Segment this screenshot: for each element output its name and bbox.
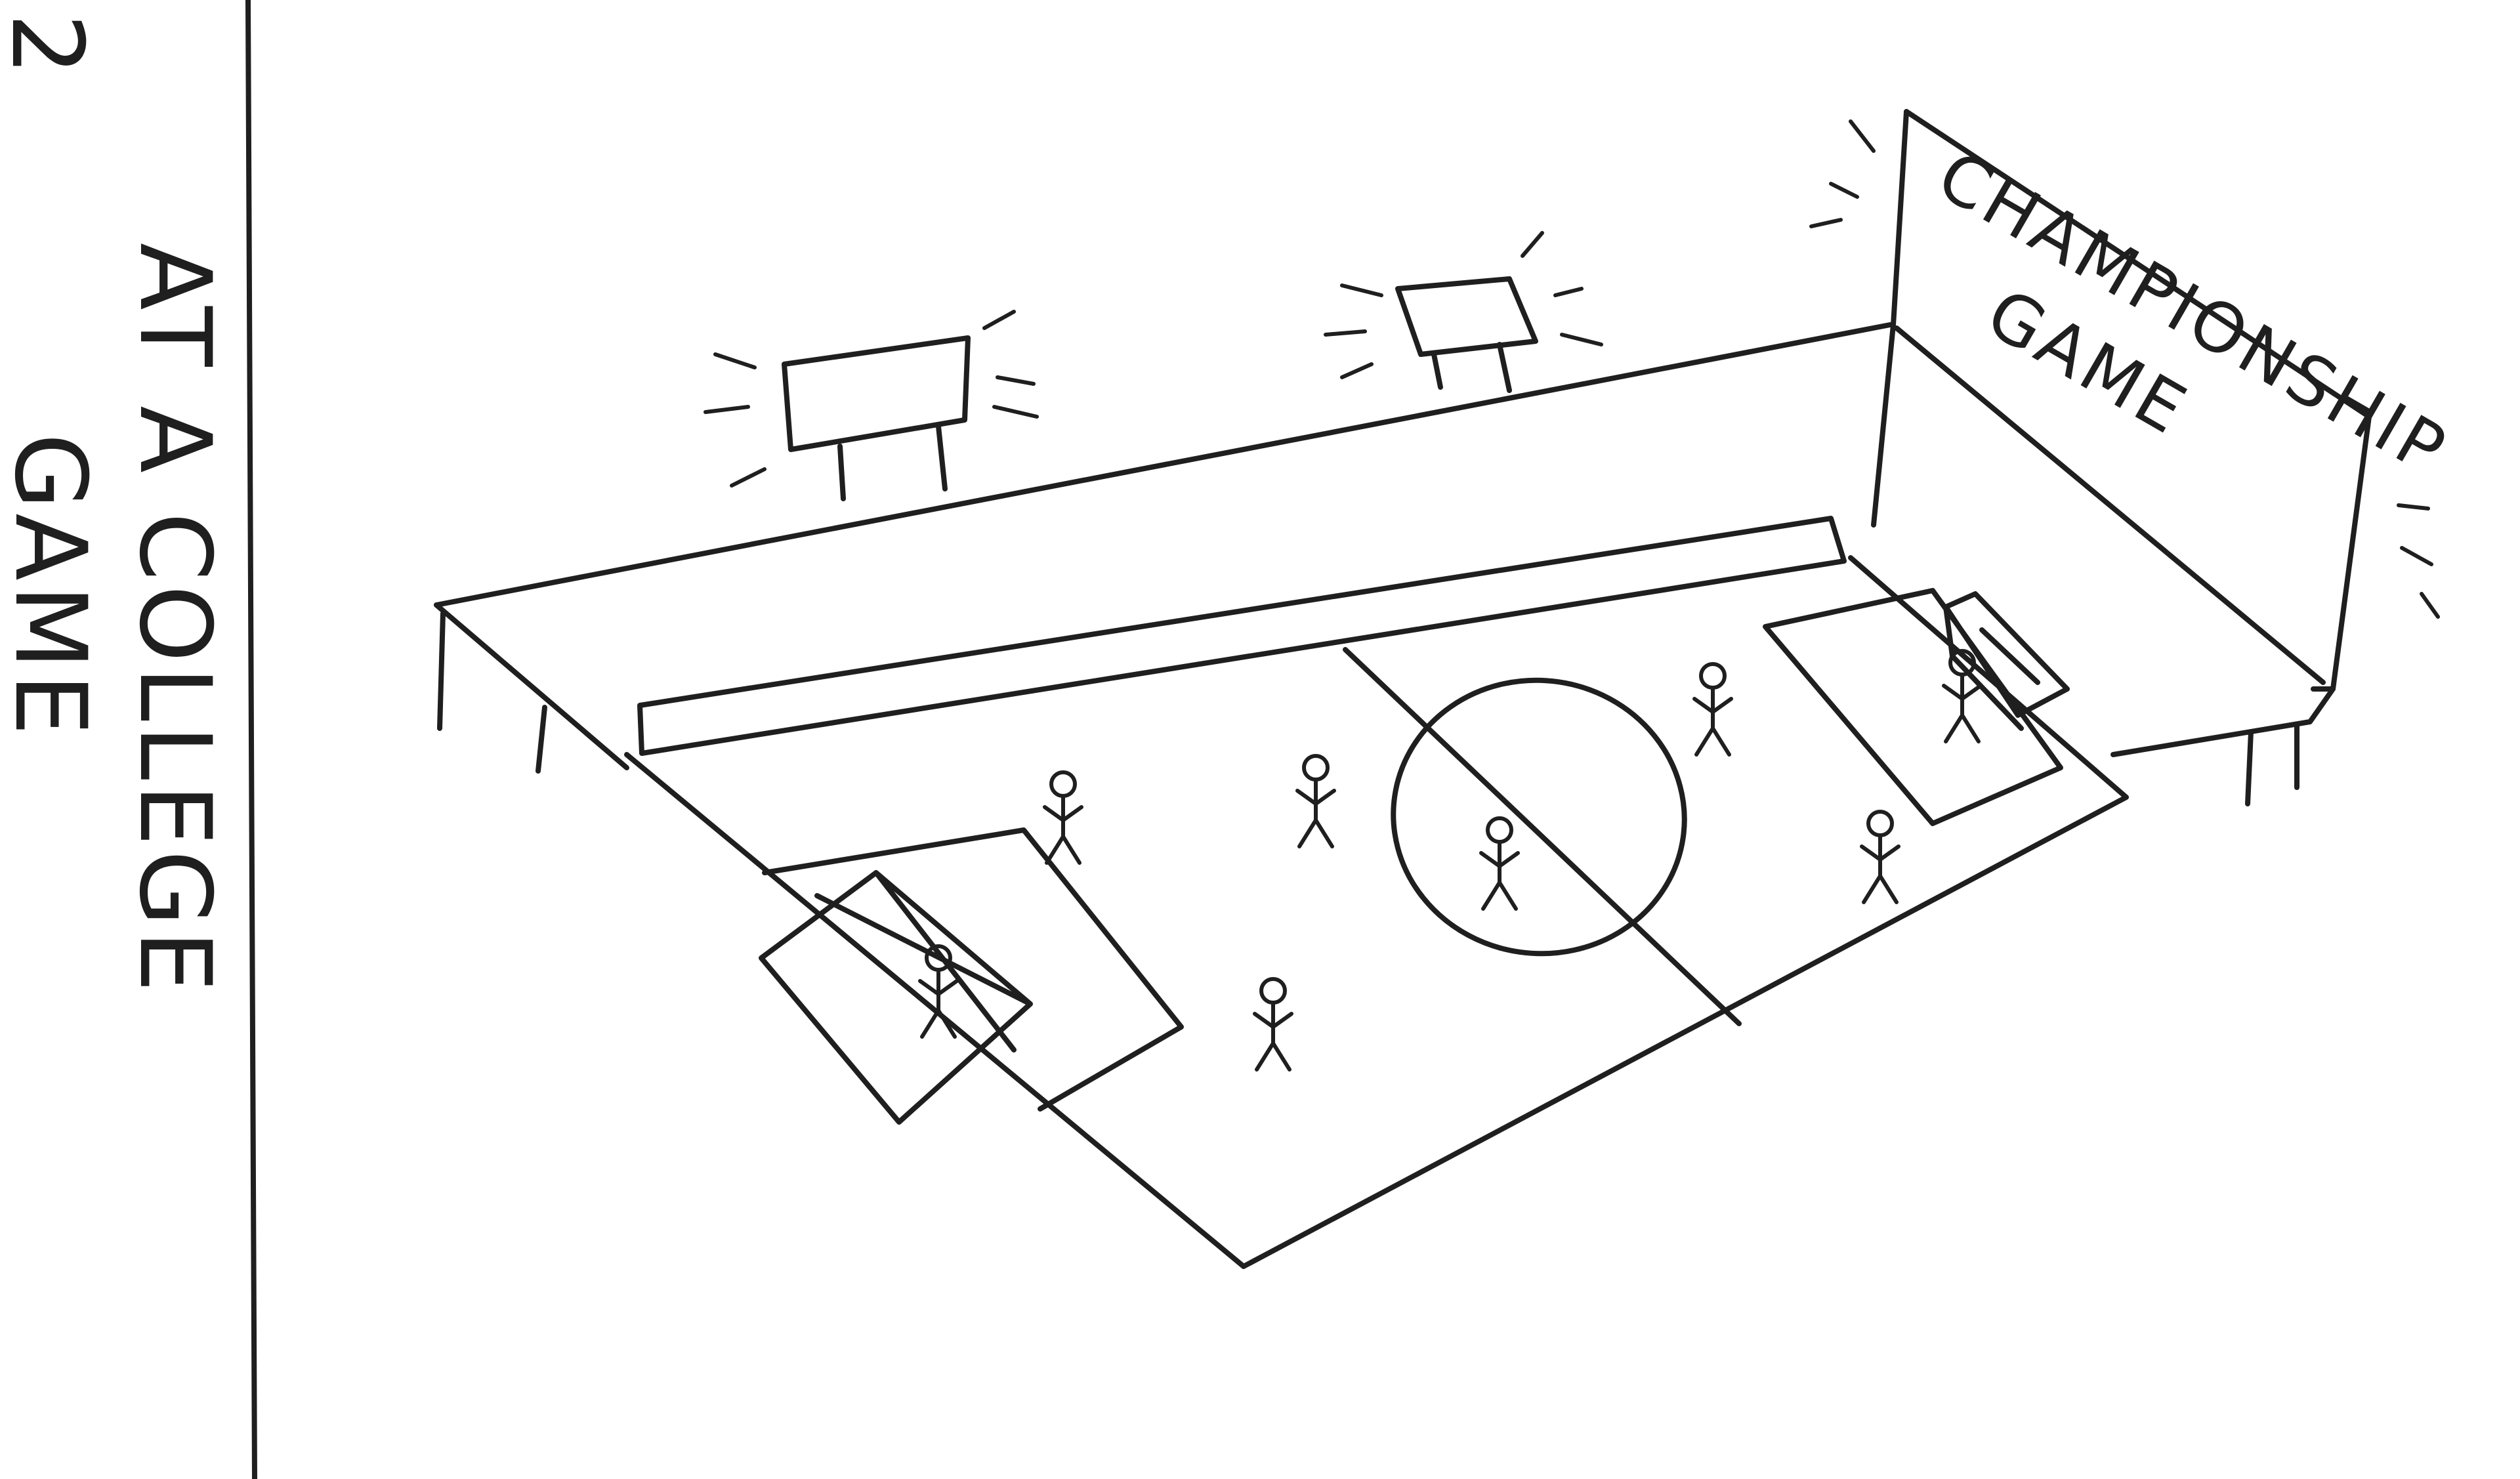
field-outline <box>624 555 2129 1269</box>
floodlight-center <box>1324 231 1603 393</box>
margin-line <box>245 0 257 1479</box>
goal-left <box>759 870 1033 1125</box>
player-figure <box>1479 816 1520 911</box>
player-figure <box>1942 649 1983 743</box>
banner-wall-lower-edge <box>1894 325 2326 685</box>
light-ray <box>1849 119 1876 153</box>
right-stand-edge <box>2110 686 2336 757</box>
light-ray <box>2397 503 2430 510</box>
grandstand-top-edge <box>434 322 1893 608</box>
light-ray <box>1809 218 1843 228</box>
player-figure <box>1295 754 1336 848</box>
support-leg <box>2245 729 2254 806</box>
center-circle <box>1391 677 1687 957</box>
support-leg <box>437 611 446 731</box>
penalty-box-right <box>1763 588 2063 826</box>
floodlights <box>704 231 1603 501</box>
halfway-line <box>1343 647 1742 1026</box>
light-ray <box>2400 546 2433 566</box>
player-figure <box>1692 662 1733 757</box>
edge-number-fragment: 2 <box>0 13 104 79</box>
banner-wall <box>1871 109 2372 692</box>
caption-line-at-a-college: AT A COLLEGE <box>117 243 232 996</box>
players <box>918 649 1983 1072</box>
caption-line-game: GAME <box>0 433 107 740</box>
left-margin: 2 AT A COLLEGE GAME <box>0 0 257 1479</box>
grandstand-inner-rail <box>637 516 1847 756</box>
light-ray <box>2420 592 2440 619</box>
stadium: CHAMPIONSHIP GAME <box>434 109 2462 806</box>
light-ray <box>1829 182 1859 199</box>
player-figure <box>1860 810 1900 904</box>
player-figure <box>918 944 959 1039</box>
player-figure <box>1043 770 1083 865</box>
floodlight-left <box>704 310 1039 501</box>
player-figure <box>1253 977 1293 1072</box>
support-leg <box>536 705 547 774</box>
penalty-box-left <box>762 827 1184 1112</box>
grandstand-front-edge <box>434 602 629 770</box>
soccer-field <box>624 555 2129 1269</box>
